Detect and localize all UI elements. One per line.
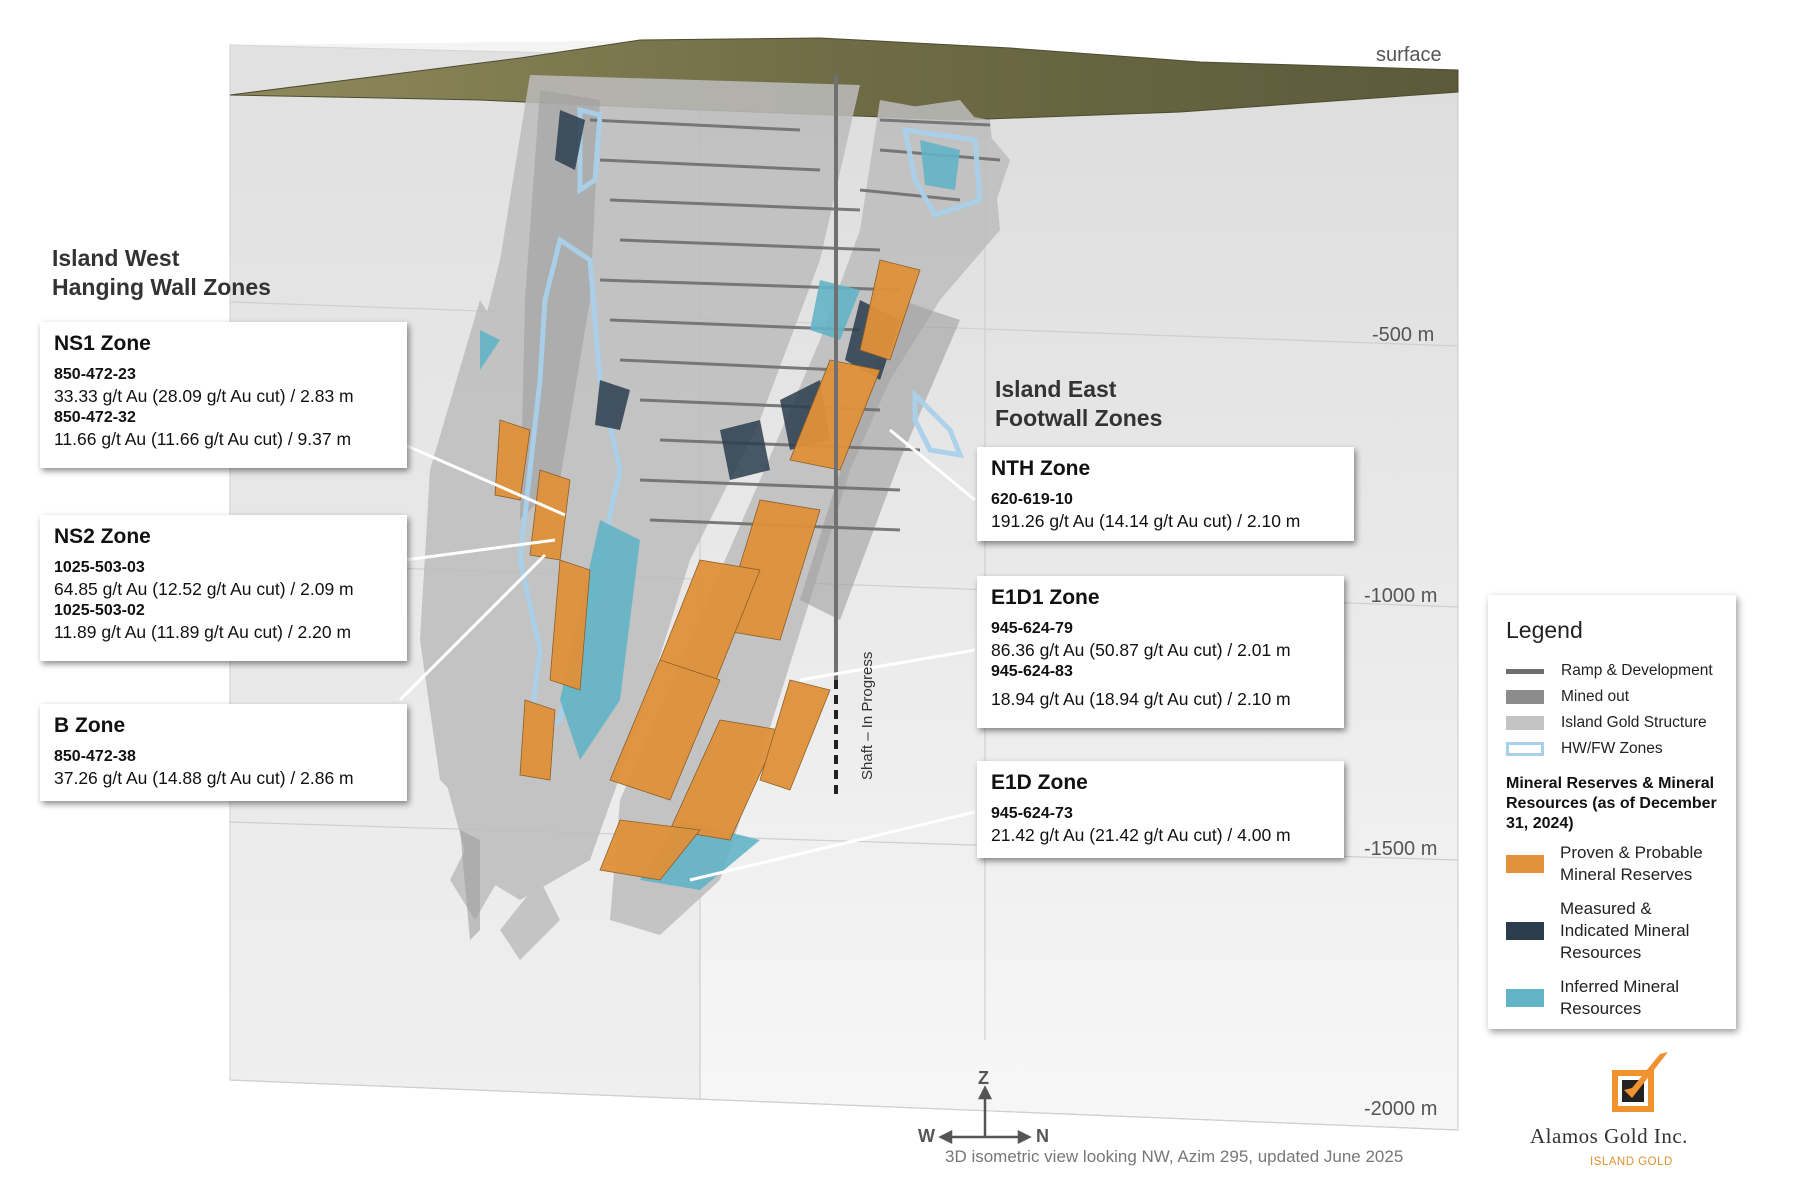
callout-nth-zone: NTH Zone 620-619-10 191.26 g/t Au (14.14… xyxy=(977,447,1354,541)
shaft-label: Shaft – In Progress xyxy=(859,651,876,780)
drillhole-id: 850-472-23 xyxy=(54,366,136,383)
mined-out-swatch xyxy=(1506,690,1544,704)
logo-subtitle: ISLAND GOLD xyxy=(1590,1156,1673,1168)
assay-result: 11.89 g/t Au (11.89 g/t Au cut) / 2.20 m xyxy=(54,622,352,642)
drillhole-id: 850-472-32 xyxy=(54,409,136,426)
axis-w-label: W xyxy=(918,1126,935,1146)
callout-e1d1-zone: E1D1 Zone 945-624-79 86.36 g/t Au (50.87… xyxy=(977,576,1344,728)
callout-leader-lines xyxy=(398,428,976,882)
island-gold-structure-shadows xyxy=(460,90,960,940)
company-name: Alamos Gold Inc. xyxy=(1530,1124,1688,1148)
legend-title: Legend xyxy=(1506,617,1583,643)
reserves-swatch xyxy=(1506,855,1544,873)
assay-result: 18.94 g/t Au (18.94 g/t Au cut) / 2.10 m xyxy=(991,689,1291,709)
legend-item-hw-fw: HW/FW Zones xyxy=(1506,740,1718,758)
legend-item-ramp: Ramp & Development xyxy=(1506,662,1718,680)
drillhole-id: 1025-503-02 xyxy=(54,602,145,619)
zone-name: E1D1 Zone xyxy=(991,586,1100,609)
drillhole-id: 945-624-79 xyxy=(991,620,1073,637)
legend-panel: Legend Ramp & Development Mined out Isla… xyxy=(1488,595,1736,1029)
callout-b-zone: B Zone 850-472-38 37.26 g/t Au (14.88 g/… xyxy=(40,704,407,801)
zone-name: NS1 Zone xyxy=(54,332,151,355)
depth-label-2000: -2000 m xyxy=(1364,1098,1438,1120)
axis-triad xyxy=(938,1085,1032,1145)
logo-mark-icon xyxy=(1612,1052,1668,1112)
legend-item-mined-out: Mined out xyxy=(1506,688,1718,706)
depth-label-500: -500 m xyxy=(1372,324,1435,346)
axis-z-label: Z xyxy=(978,1068,989,1088)
zone-name: E1D Zone xyxy=(991,771,1088,794)
assay-result: 191.26 g/t Au (14.14 g/t Au cut) / 2.10 … xyxy=(991,511,1301,531)
inferred-swatch xyxy=(1506,989,1544,1007)
axis-n-label: N xyxy=(1036,1126,1049,1146)
assay-result: 21.42 g/t Au (21.42 g/t Au cut) / 4.00 m xyxy=(991,825,1291,845)
drillhole-id: 945-624-73 xyxy=(991,805,1073,822)
legend-item-inferred: Inferred Mineral Resources xyxy=(1506,976,1718,1020)
island-west-title: Island West Hanging Wall Zones xyxy=(52,245,271,300)
drillhole-id: 620-619-10 xyxy=(991,491,1073,508)
depth-label-1500: -1500 m xyxy=(1364,838,1438,860)
zone-name: NS2 Zone xyxy=(54,525,151,548)
structure-swatch xyxy=(1506,716,1544,730)
drillhole-id: 945-624-83 xyxy=(991,663,1073,680)
assay-result: 64.85 g/t Au (12.52 g/t Au cut) / 2.09 m xyxy=(54,579,354,599)
callout-ns2-zone: NS2 Zone 1025-503-03 64.85 g/t Au (12.52… xyxy=(40,515,407,661)
callout-e1d-zone: E1D Zone 945-624-73 21.42 g/t Au (21.42 … xyxy=(977,761,1344,858)
alamos-gold-logo: Alamos Gold Inc. ISLAND GOLD xyxy=(1530,1050,1730,1180)
island-east-title: Island East Footwall Zones xyxy=(995,376,1163,431)
legend-item-measured-indicated: Measured & Indicated Mineral Resources xyxy=(1506,898,1718,964)
ramp-swatch xyxy=(1506,668,1544,674)
drillhole-id: 850-472-38 xyxy=(54,748,136,765)
hw-fw-swatch xyxy=(1506,742,1544,756)
assay-result: 86.36 g/t Au (50.87 g/t Au cut) / 2.01 m xyxy=(991,640,1291,660)
assay-result: 11.66 g/t Au (11.66 g/t Au cut) / 9.37 m xyxy=(54,429,352,449)
zone-name: B Zone xyxy=(54,714,126,737)
resources-heading: Mineral Reserves & Mineral Resources (as… xyxy=(1506,775,1717,832)
assay-result: 33.33 g/t Au (28.09 g/t Au cut) / 2.83 m xyxy=(54,386,354,406)
proven-probable-reserves xyxy=(494,259,921,881)
ramp-and-development xyxy=(589,118,1001,532)
depth-label-1000: -1000 m xyxy=(1364,585,1438,607)
measured-indicated-swatch xyxy=(1506,922,1544,940)
drillhole-id: 1025-503-03 xyxy=(54,559,145,576)
assay-result: 37.26 g/t Au (14.88 g/t Au cut) / 2.86 m xyxy=(54,768,354,788)
callout-ns1-zone: NS1 Zone 850-472-23 33.33 g/t Au (28.09 … xyxy=(40,322,407,468)
view-caption: 3D isometric view looking NW, Azim 295, … xyxy=(945,1147,1404,1166)
legend-item-reserves: Proven & Probable Mineral Reserves xyxy=(1506,842,1718,886)
legend-item-structure: Island Gold Structure xyxy=(1506,714,1718,732)
zone-name: NTH Zone xyxy=(991,457,1091,480)
surface-label: surface xyxy=(1376,44,1442,66)
